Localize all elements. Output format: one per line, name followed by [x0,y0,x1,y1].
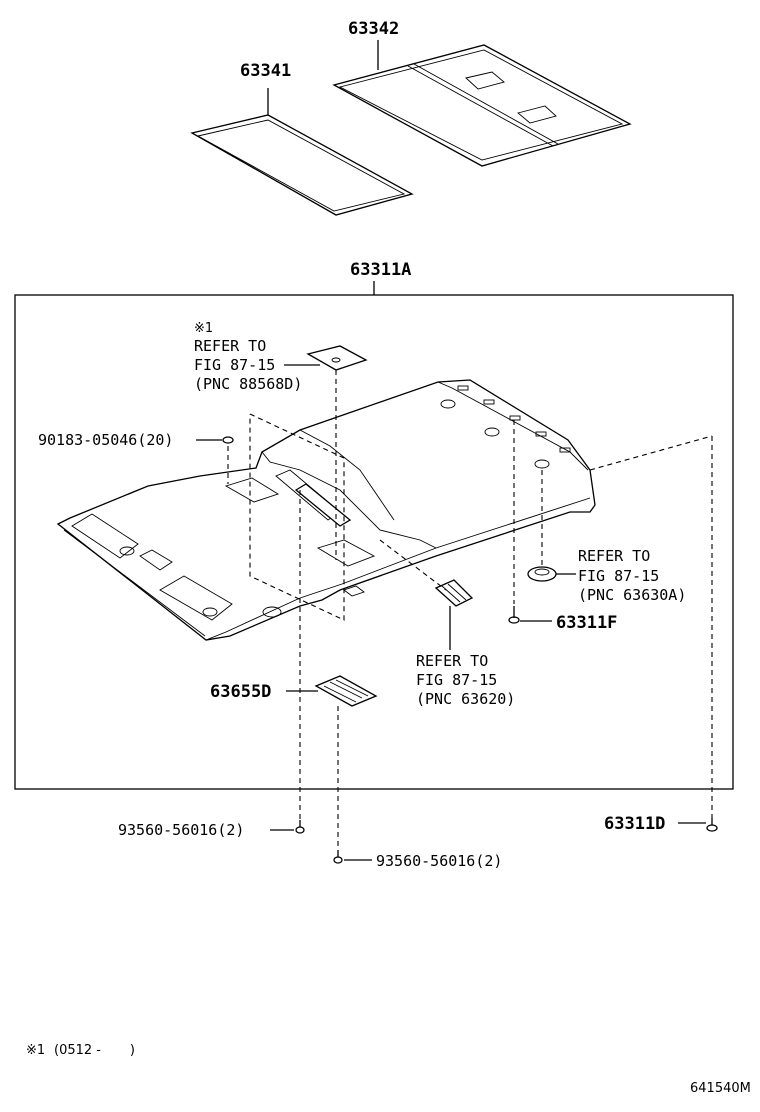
screw-93560-b [333,850,343,864]
label-63311D: 63311D [604,814,665,834]
label-63655D: 63655D [210,682,271,702]
diagram-id: 641540M [690,1081,751,1096]
label-63311A: 63311A [350,260,411,280]
label-93560-b: 93560-56016(2) [376,852,502,870]
clip-90183 [222,436,234,444]
screw-63311F [508,606,520,624]
footnote-mark: ※1 [26,1043,45,1058]
ref2-line1: REFER TO [578,547,650,565]
label-63342: 63342 [348,19,399,39]
screw-93560-a [295,820,305,834]
label-63311F: 63311F [556,613,617,633]
ref2-line2: FIG 87-15 [578,567,659,585]
ref1-mark: ※1 [194,321,213,336]
assembly-frame [14,294,734,790]
label-93560-a: 93560-56016(2) [118,821,244,839]
panel-63342 [332,40,632,167]
clip-63630A [527,566,557,582]
ref3-line1: REFER TO [416,652,488,670]
ref1-line2: FIG 87-15 [194,356,275,374]
headliner [56,379,596,641]
screw-63311D [706,818,718,832]
guide-lines [227,370,713,850]
ref1-line3: (PNC 88568D) [194,375,302,393]
ref3-line2: FIG 87-15 [416,671,497,689]
label-63341: 63341 [240,61,291,81]
label-90183: 90183-05046(20) [38,431,173,449]
panel-63341 [190,88,414,216]
footnote-text: (0512 - ) [54,1043,135,1058]
grille-63620 [434,579,474,607]
ref1-line1: REFER TO [194,337,266,355]
cover-63655D [314,675,378,707]
ref3-line3: (PNC 63620) [416,690,515,708]
ref2-line3: (PNC 63630A) [578,586,686,604]
